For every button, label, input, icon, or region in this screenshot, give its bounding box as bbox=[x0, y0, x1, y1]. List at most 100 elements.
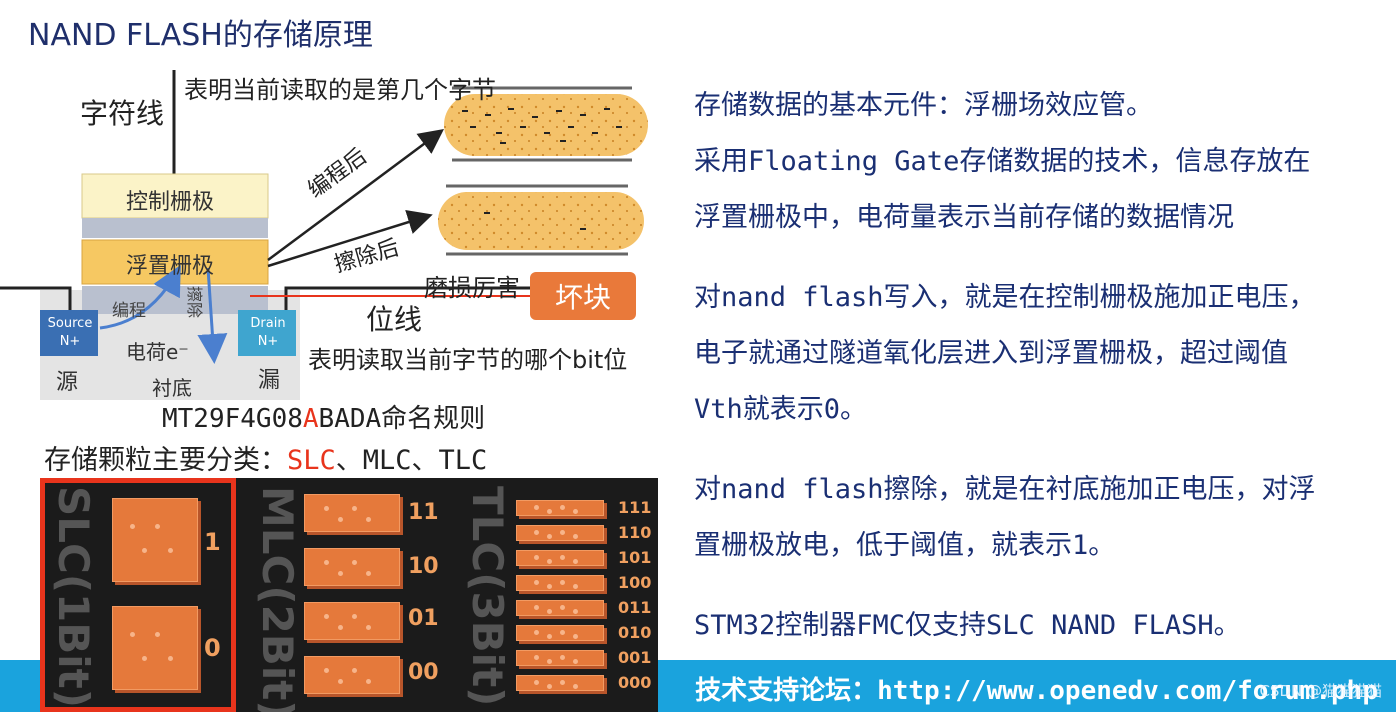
after-program-arrow bbox=[267, 129, 445, 262]
charge-dot bbox=[572, 684, 578, 690]
charge-dot bbox=[547, 559, 553, 565]
tlc-level-110: 110 bbox=[618, 523, 652, 542]
source-wire bbox=[0, 286, 72, 310]
slc-cube-0 bbox=[112, 606, 198, 690]
tlc-cube-111 bbox=[516, 500, 604, 516]
charge-dot bbox=[534, 530, 540, 536]
naming-highlight: A bbox=[302, 404, 319, 434]
explanation-spacer bbox=[694, 438, 1384, 462]
stored-electrons bbox=[462, 108, 622, 144]
charge-dot bbox=[167, 548, 173, 554]
charge-dot bbox=[534, 680, 540, 686]
charge-dot bbox=[572, 634, 578, 640]
mlc-cube-00 bbox=[304, 656, 400, 694]
cell-types-image: SLC(1Bit) 1 0 MLC(2Bit) 11 10 01 00 TLC(… bbox=[40, 478, 658, 712]
tlc-level-000: 000 bbox=[618, 673, 652, 692]
charge-dot bbox=[560, 530, 565, 536]
tlc-cube-101 bbox=[516, 550, 604, 566]
charge-dot bbox=[547, 684, 553, 690]
explanation-line: 对nand flash写入，就是在控制栅极施加正电压， bbox=[694, 282, 1316, 313]
mlc-cube-11 bbox=[304, 494, 400, 532]
charge-dot bbox=[352, 559, 357, 565]
mlc-level-01: 01 bbox=[408, 606, 439, 631]
charge-dot bbox=[547, 659, 553, 665]
tlc-level-101: 101 bbox=[618, 548, 652, 567]
charge-dot bbox=[366, 678, 372, 684]
slc-level-0: 0 bbox=[204, 634, 221, 662]
charge-dot bbox=[155, 523, 160, 529]
naming-prefix: MT29F4G08 bbox=[162, 404, 303, 434]
charge-dot bbox=[534, 655, 540, 661]
program-arrow bbox=[99, 264, 181, 330]
charge-dot bbox=[560, 580, 565, 586]
charge-dot bbox=[337, 624, 343, 630]
tlc-level-100: 100 bbox=[618, 573, 652, 592]
charge-dot bbox=[572, 609, 578, 615]
tlc-level-111: 111 bbox=[618, 498, 652, 517]
charge-dot bbox=[323, 505, 329, 511]
charge-dot bbox=[129, 631, 135, 637]
drain-np: N+ bbox=[257, 334, 279, 349]
naming-suffix: BADA命名规则 bbox=[318, 404, 486, 434]
charge-dot bbox=[366, 516, 372, 522]
charge-dot bbox=[572, 584, 578, 590]
tlc-cube-001 bbox=[516, 650, 604, 666]
drain-cn-label: 漏 bbox=[258, 368, 281, 393]
tlc-cube-010 bbox=[516, 625, 604, 641]
slc-highlight-frame bbox=[40, 478, 236, 712]
charge-dot bbox=[352, 667, 357, 673]
bit-line-note: 表明读取当前字节的哪个bit位 bbox=[308, 346, 628, 374]
charge-dot bbox=[167, 656, 173, 662]
charge-label: 电荷e⁻ bbox=[126, 340, 189, 364]
charge-dot bbox=[547, 634, 553, 640]
program-label: 编程 bbox=[112, 301, 146, 321]
slc-level-1: 1 bbox=[204, 528, 221, 556]
classify-slc: SLC bbox=[287, 445, 336, 476]
explanation-line: 电子就通过隧道氧化层进入到浮置栅极，超过阈值 bbox=[694, 338, 1288, 369]
explanation-text: 存储数据的基本元件：浮栅场效应管。 采用Floating Gate存储数据的技术… bbox=[694, 78, 1384, 654]
charge-dot bbox=[534, 630, 540, 636]
source-cn-label: 源 bbox=[56, 370, 79, 395]
charge-dot bbox=[560, 505, 565, 511]
mlc-level-11: 11 bbox=[408, 500, 439, 525]
charge-dot bbox=[142, 656, 148, 662]
charge-dot bbox=[323, 667, 329, 673]
charge-dot bbox=[534, 580, 540, 586]
charge-dot bbox=[560, 680, 565, 686]
charge-dot bbox=[572, 559, 578, 565]
erase-arrow bbox=[197, 267, 228, 364]
charge-dot bbox=[352, 505, 357, 511]
charge-dot bbox=[547, 534, 553, 540]
charge-dot bbox=[547, 509, 553, 515]
charge-dot bbox=[560, 605, 565, 611]
charge-dot bbox=[534, 555, 540, 561]
bad-block-box bbox=[530, 272, 636, 320]
charge-dot bbox=[560, 555, 565, 561]
tlc-column: TLC(3Bit) 111 110 101 100 011 010 001 00… bbox=[452, 478, 658, 712]
classify-prefix: 存储颗粒主要分类： bbox=[44, 445, 287, 476]
source-region bbox=[40, 310, 98, 356]
charge-dot bbox=[572, 659, 578, 665]
charge-dot bbox=[337, 678, 343, 684]
substrate-label: 衬底 bbox=[152, 376, 192, 400]
mlc-level-00: 00 bbox=[408, 660, 439, 685]
charge-dot bbox=[323, 559, 329, 565]
charge-dot bbox=[572, 509, 578, 515]
tlc-level-011: 011 bbox=[618, 598, 652, 617]
page-title: NAND FLASH的存储原理 bbox=[28, 18, 373, 53]
explanation-line: 置栅极放电，低于阈值，就表示1。 bbox=[694, 530, 1116, 561]
control-gate-label: 控制栅极 bbox=[126, 190, 215, 215]
mlc-label: MLC(2Bit) bbox=[253, 486, 302, 712]
forum-link[interactable]: 技术支持论坛：http://www.openedv.com/forum.php bbox=[695, 676, 1378, 706]
tlc-level-010: 010 bbox=[618, 623, 652, 642]
charge-dot bbox=[366, 624, 372, 630]
naming-rule: MT29F4G08ABADA命名规则 bbox=[162, 398, 485, 435]
tunnel-oxide bbox=[82, 286, 268, 314]
explanation-line: 采用Floating Gate存储数据的技术，信息存放在 bbox=[694, 146, 1311, 177]
diagram-shapes bbox=[0, 70, 648, 400]
mlc-cube-10 bbox=[304, 548, 400, 586]
csdn-watermark: CSDN @猫猫猫猫 bbox=[1259, 682, 1382, 700]
charge-dot bbox=[560, 655, 565, 661]
erase-label: 擦除 bbox=[185, 286, 204, 319]
charge-dot bbox=[352, 613, 357, 619]
